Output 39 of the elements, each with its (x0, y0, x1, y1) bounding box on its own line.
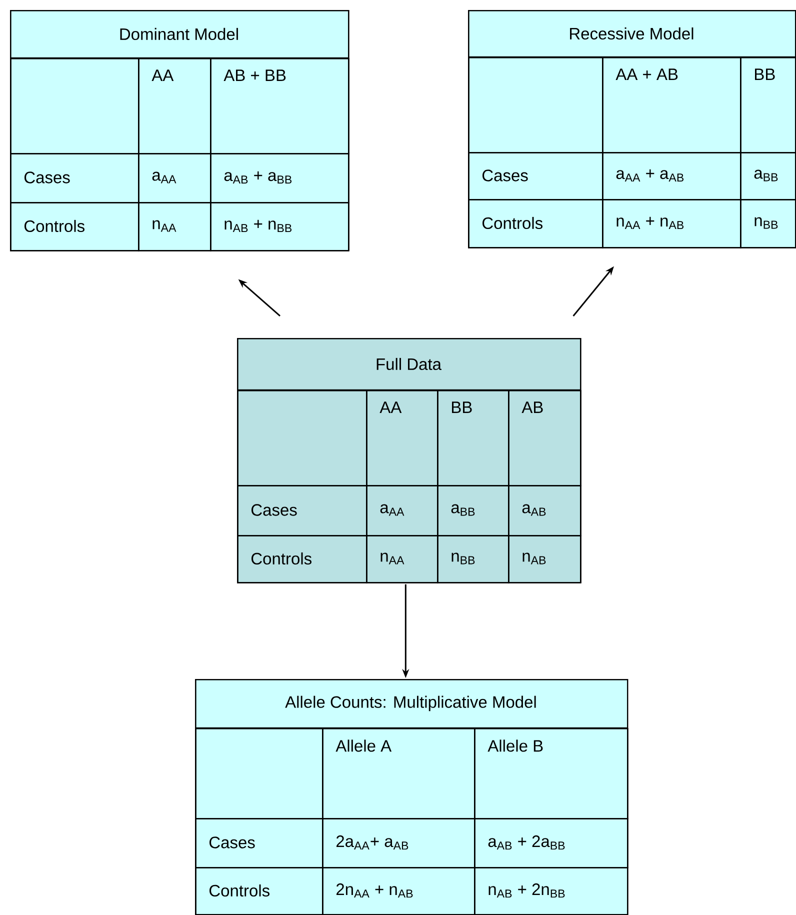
table-cell: n$_{AA}$ (366, 535, 438, 584)
table-cell: Cases (195, 818, 324, 868)
table-cell: a$_{AA}$ + a$_{AB}$ (602, 152, 742, 200)
table-cell: Controls (237, 535, 368, 584)
table-cell: n$_{AA}$ + n$_{AB}$ (602, 198, 742, 248)
table-cell: AA (138, 58, 212, 154)
table-cell: Allele A (322, 728, 476, 820)
table-cell: a$_{BB}$ (437, 485, 510, 536)
table-cell: Controls (468, 198, 604, 248)
table-cell (195, 728, 324, 820)
table-cell: 2n$_{AA}$ + n$_{AB}$ (322, 867, 476, 915)
table-cell: a$_{AB}$ + 2a$_{BB}$ (474, 818, 628, 868)
table-cell: a$_{AA}$ (138, 153, 212, 204)
table-cell (237, 390, 368, 486)
table-cell (10, 58, 140, 154)
table-cell: n$_{AB}$ (508, 535, 582, 584)
table-cell: a$_{AB}$ + a$_{BB}$ (210, 153, 350, 204)
table-cell: n$_{BB}$ (437, 535, 510, 584)
table-cell: AB (508, 390, 582, 486)
table-cell: BB (740, 57, 796, 154)
table-cell: AB + BB (210, 58, 350, 154)
table-cell: Allele B (474, 728, 628, 820)
table-cell: Cases (468, 152, 604, 200)
table-cell: AA + AB (602, 57, 742, 154)
table-cell (468, 57, 604, 154)
table-cell: Controls (195, 867, 324, 915)
table-cell: Cases (237, 485, 368, 536)
table-cell: a$_{AB}$ (508, 485, 582, 536)
table-cell: 2a$_{AA}$+ a$_{AB}$ (322, 818, 476, 868)
table-cell: Controls (10, 202, 140, 252)
table-cell: n$_{AA}$ (138, 202, 212, 252)
table-cell: BB (437, 390, 510, 486)
table-cell: n$_{BB}$ (740, 198, 796, 248)
table-cell: n$_{AB}$ + n$_{BB}$ (210, 202, 350, 252)
table-cell: a$_{BB}$ (740, 152, 796, 200)
table-cell: n$_{AB}$ + 2n$_{BB}$ (474, 867, 628, 915)
table-cell: AA (366, 390, 438, 486)
table-cell: Cases (10, 153, 140, 204)
table-cell: a$_{AA}$ (366, 485, 438, 536)
